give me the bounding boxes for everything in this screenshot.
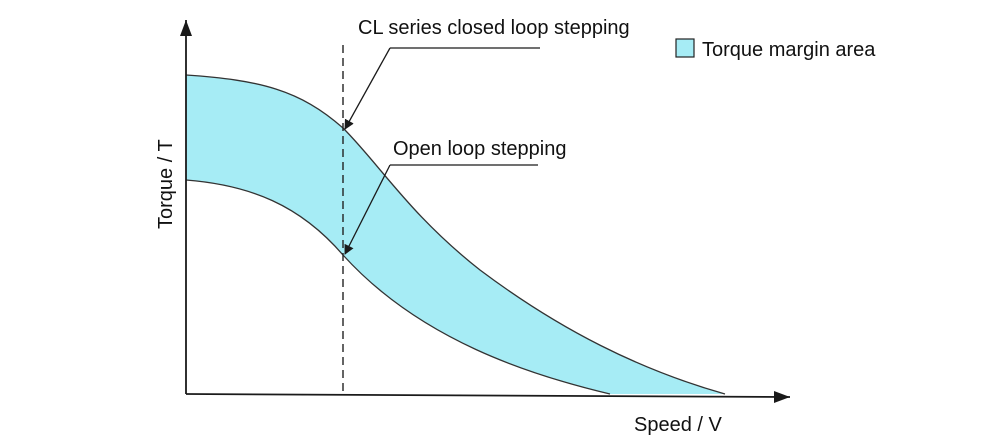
x-axis-label: Speed / V (634, 414, 723, 436)
closed-loop-pointer-arrow (344, 47, 391, 130)
open-loop-curve (185, 179, 611, 395)
closed-loop-curve (185, 74, 726, 395)
x-axis-arrow-icon (774, 391, 790, 403)
open-loop-label: Open loop stepping (393, 138, 566, 160)
torque-margin-area (186, 75, 725, 394)
closed-loop-label: CL series closed loop stepping (358, 17, 630, 39)
legend-swatch (675, 38, 695, 58)
legend-label: Torque margin area (702, 39, 876, 61)
open-loop-pointer-arrow (344, 164, 391, 255)
x-axis (185, 393, 791, 398)
y-axis-arrow-icon (180, 20, 192, 36)
y-axis-label: Torque / T (155, 139, 177, 229)
